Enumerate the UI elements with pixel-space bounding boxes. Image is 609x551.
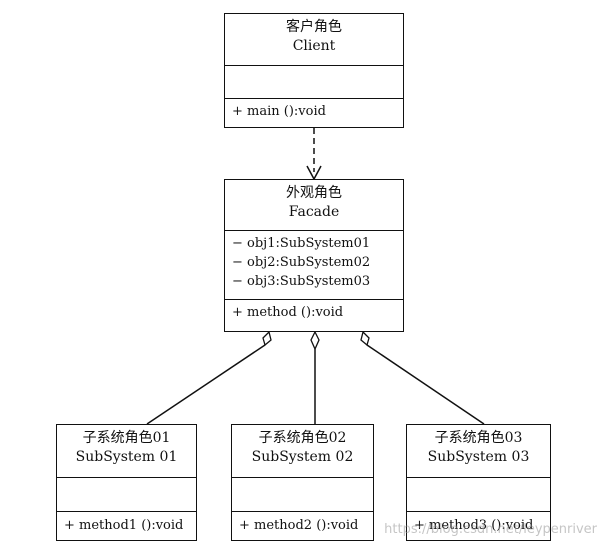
facade-class: 外观角色 Facade − obj1:SubSystem01 − obj2:Su… <box>224 179 404 332</box>
subsystem02-name-en: SubSystem 02 <box>251 449 354 465</box>
subsystem01-name-section: 子系统角色01 SubSystem 01 <box>57 425 196 477</box>
watermark-text: https://blog.csdn.net/leypenriver <box>384 522 597 537</box>
subsystem02-attributes-section <box>232 477 373 511</box>
subsystem03-name-en: SubSystem 03 <box>427 449 530 465</box>
client-name-section: 客户角色 Client <box>225 14 403 65</box>
client-operation: + main ():void <box>232 104 326 119</box>
subsystem03-name-cn: 子系统角色03 <box>434 430 523 446</box>
subsystem03-name-section: 子系统角色03 SubSystem 03 <box>407 425 550 477</box>
subsystem02-class: 子系统角色02 SubSystem 02 + method2 ():void <box>231 424 374 541</box>
facade-attribute: − obj3:SubSystem03 <box>232 274 371 289</box>
subsystem03-class: 子系统角色03 SubSystem 03 + method3 ():void <box>406 424 551 541</box>
subsystem02-operation: + method2 ():void <box>239 518 359 533</box>
subsystem03-attributes-section <box>407 477 550 511</box>
facade-name-en: Facade <box>288 204 340 220</box>
subsystem01-name-cn: 子系统角色01 <box>82 430 171 446</box>
subsystem01-class: 子系统角色01 SubSystem 01 + method1 ():void <box>56 424 197 541</box>
facade-attribute: − obj2:SubSystem02 <box>232 255 371 270</box>
subsystem02-name-cn: 子系统角色02 <box>258 430 347 446</box>
client-name-en: Client <box>292 38 336 54</box>
facade-operations-section: + method ():void <box>225 299 403 323</box>
subsystem03-operation: + method3 ():void <box>414 518 534 533</box>
subsystem01-operations-section: + method1 ():void <box>57 511 196 536</box>
client-name-cn: 客户角色 <box>286 19 342 35</box>
client-operations-section: + main ():void <box>225 98 403 122</box>
subsystem02-operations-section: + method2 ():void <box>232 511 373 536</box>
subsystem03-operations-section: + method3 ():void <box>407 511 550 536</box>
subsystem01-attributes-section <box>57 477 196 511</box>
facade-name-cn: 外观角色 <box>286 185 342 201</box>
aggregation-diamond-2 <box>310 330 320 351</box>
facade-attribute: − obj1:SubSystem01 <box>232 236 371 251</box>
aggregation-line-1 <box>146 344 266 425</box>
client-class: 客户角色 Client + main ():void <box>224 13 404 128</box>
facade-attributes-section: − obj1:SubSystem01 − obj2:SubSystem02 − … <box>225 230 403 299</box>
aggregation-diamond-3 <box>360 330 370 347</box>
facade-operation: + method ():void <box>232 305 344 320</box>
aggregation-diamond-1 <box>262 330 272 347</box>
subsystem01-name-en: SubSystem 01 <box>75 449 178 465</box>
facade-name-section: 外观角色 Facade <box>225 180 403 230</box>
subsystem02-name-section: 子系统角色02 SubSystem 02 <box>232 425 373 477</box>
aggregation-line-3 <box>366 344 485 425</box>
subsystem01-operation: + method1 ():void <box>64 518 184 533</box>
client-attributes-section <box>225 65 403 98</box>
dependency-arrowhead <box>306 165 322 181</box>
